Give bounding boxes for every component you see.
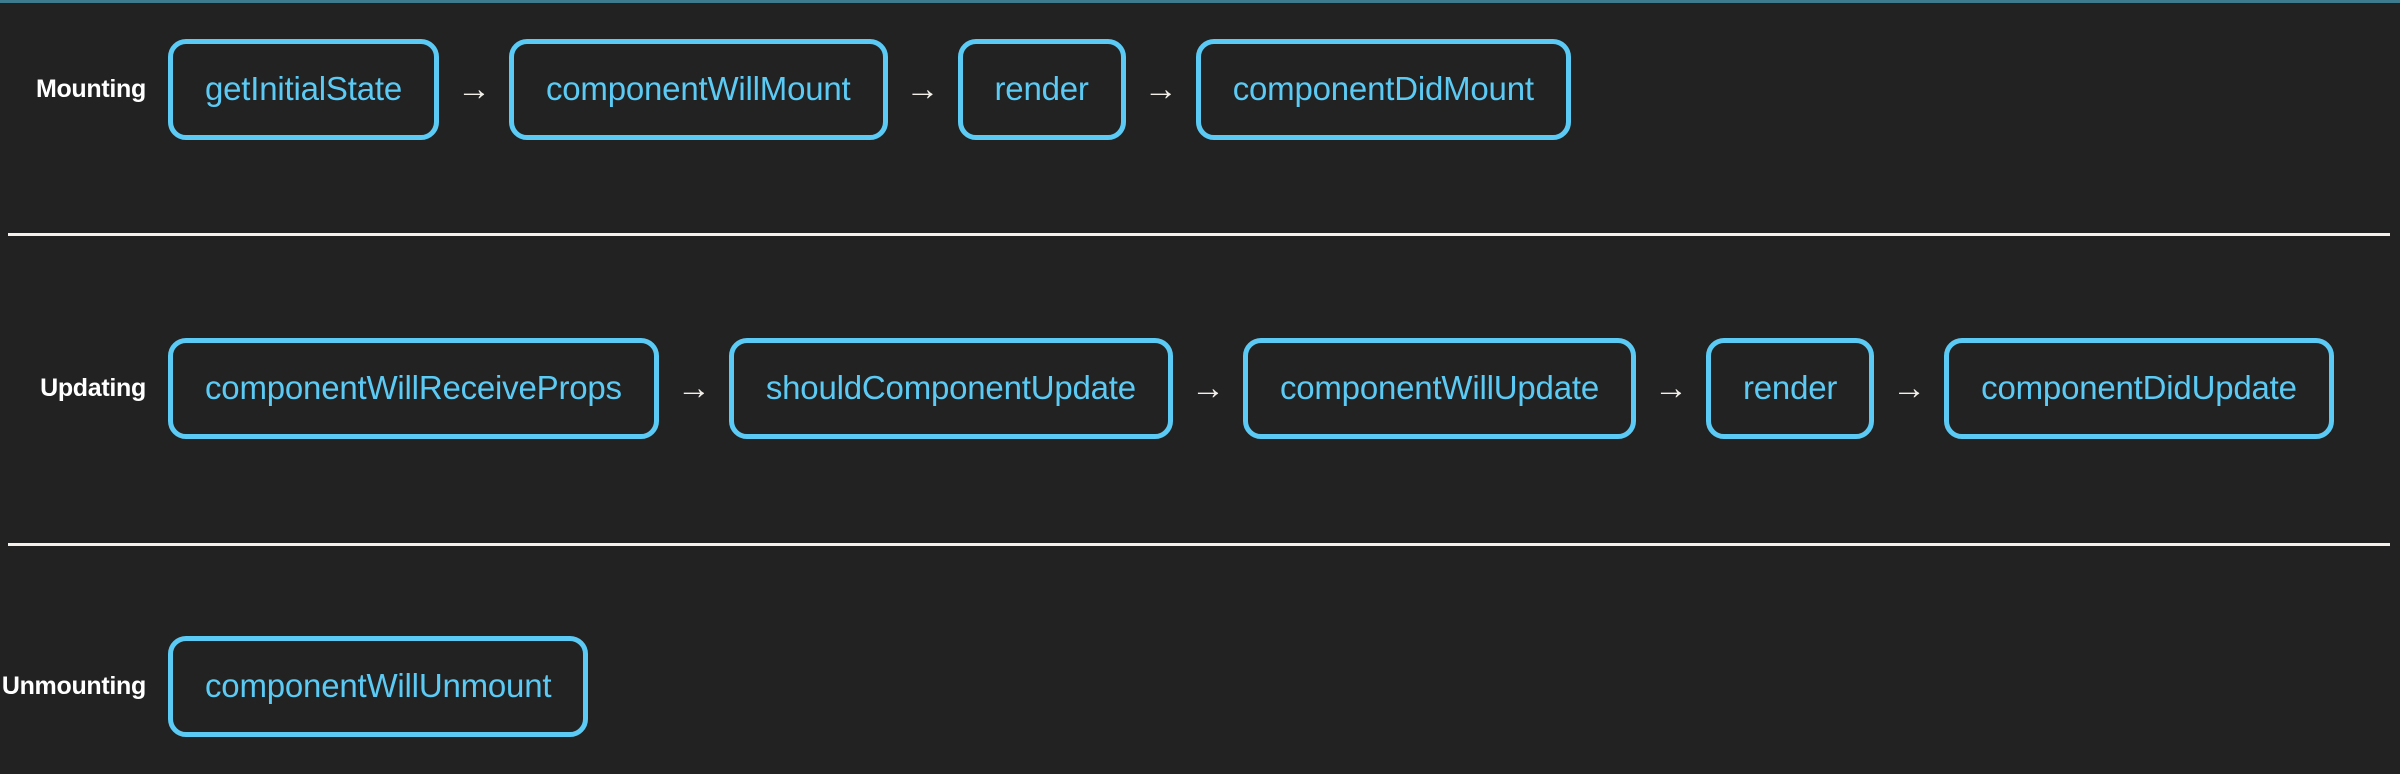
method-box-componentwillunmount[interactable]: componentWillUnmount bbox=[168, 635, 589, 737]
lifecycle-row-mounting: Mounting getInitialState → componentWill… bbox=[0, 38, 2400, 140]
method-box-componentdidupdate[interactable]: componentDidUpdate bbox=[1944, 337, 2334, 439]
row-divider-2 bbox=[8, 543, 2390, 546]
method-box-render-updating[interactable]: render bbox=[1705, 337, 1875, 439]
method-box-getinitialstate[interactable]: getInitialState bbox=[168, 38, 439, 140]
method-box-componentdidmount[interactable]: componentDidMount bbox=[1195, 38, 1571, 140]
row-divider-1 bbox=[8, 233, 2390, 236]
method-box-shouldcomponentupdate[interactable]: shouldComponentUpdate bbox=[728, 337, 1173, 439]
arrow-right-icon: → bbox=[1143, 70, 1178, 108]
arrow-right-icon: → bbox=[1892, 369, 1927, 407]
lifecycle-row-updating: Updating componentWillReceiveProps → sho… bbox=[0, 337, 2400, 439]
arrow-right-icon: → bbox=[456, 70, 491, 108]
phase-label-unmounting: Unmounting bbox=[1, 671, 146, 700]
method-box-render-mounting[interactable]: render bbox=[957, 38, 1126, 140]
method-box-componentwillupdate[interactable]: componentWillUpdate bbox=[1242, 337, 1636, 439]
react-lifecycle-diagram: Mounting getInitialState → componentWill… bbox=[0, 3, 2400, 774]
arrow-right-icon: → bbox=[676, 369, 711, 407]
arrow-right-icon: → bbox=[1653, 369, 1688, 407]
method-box-componentwillreceiveprops[interactable]: componentWillReceiveProps bbox=[168, 337, 659, 439]
top-accent-rule bbox=[0, 0, 2400, 3]
phase-label-updating: Updating bbox=[40, 373, 146, 402]
method-box-componentwillmount[interactable]: componentWillMount bbox=[508, 38, 888, 140]
arrow-right-icon: → bbox=[1190, 369, 1225, 407]
arrow-right-icon: → bbox=[905, 70, 940, 108]
phase-label-mounting: Mounting bbox=[35, 74, 146, 103]
lifecycle-row-unmounting: Unmounting componentWillUnmount bbox=[0, 635, 2400, 737]
